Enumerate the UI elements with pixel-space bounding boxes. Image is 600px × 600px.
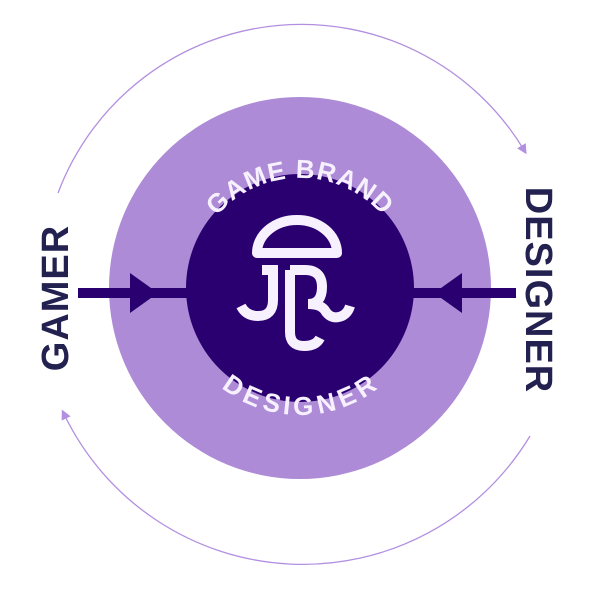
- arc-arrow-gamer-to-designer: [57, 23, 527, 194]
- designer-label: DESIGNER: [517, 187, 559, 393]
- arc-arrow-designer-to-gamer: [61, 409, 531, 565]
- arrow-designer-to-center: [412, 273, 516, 313]
- jellyfish-logo-icon: [236, 215, 355, 352]
- gamer-label: GAMER: [35, 225, 77, 371]
- inner-circle: [186, 174, 414, 402]
- arrow-gamer-to-center: [78, 273, 188, 313]
